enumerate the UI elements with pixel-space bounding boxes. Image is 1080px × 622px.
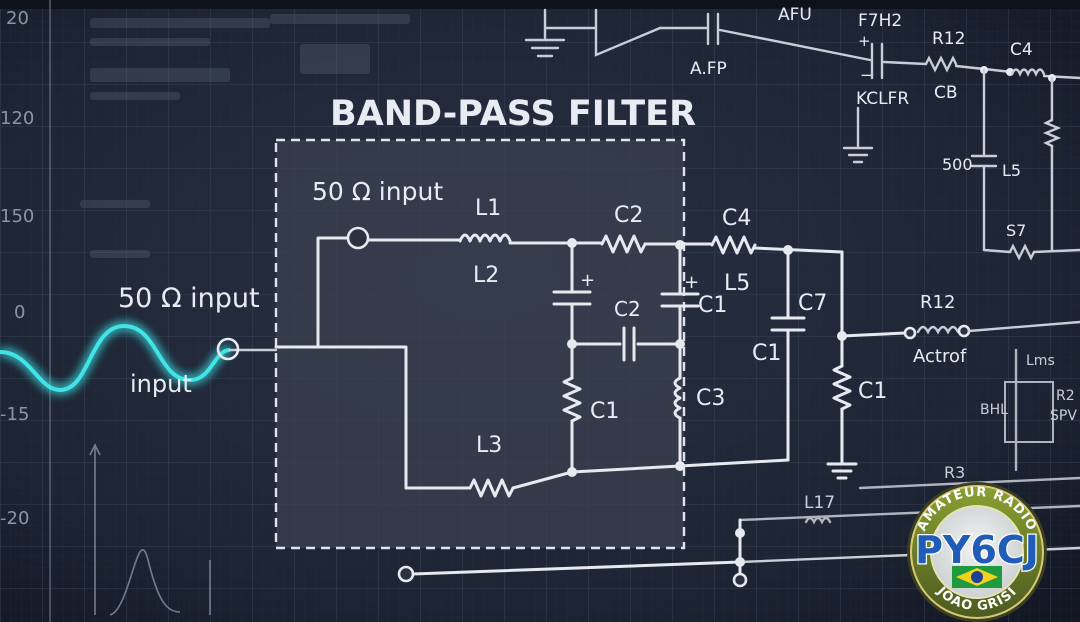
bottom-right-terminal: [732, 572, 748, 588]
axis-tick-label: 20: [6, 8, 29, 29]
kclfr-label: KCLFR: [856, 89, 909, 109]
l5-label: L5: [724, 271, 750, 296]
mini-chart-sketch: [89, 443, 211, 616]
wave-input-label: input: [130, 370, 192, 398]
resistor-c1-right: [832, 364, 852, 411]
r12-right-label: R12: [920, 292, 955, 313]
spv-label: SPV: [1050, 408, 1077, 424]
c2-top-label: C2: [614, 203, 643, 228]
output-terminal: [903, 326, 917, 340]
axis-tick-label: 120: [0, 108, 34, 129]
input-waveform: [0, 323, 231, 393]
inductor-c3: [673, 376, 682, 420]
resistor-r12-top: [924, 55, 958, 73]
c3-label: C3: [696, 386, 725, 411]
l17-label: L17: [804, 493, 835, 513]
top-bar: [0, 0, 1080, 9]
afu-label: AFU: [778, 5, 812, 25]
left-axis: 20 120 150 0 -15 -20: [0, 0, 51, 622]
axis-tick-label: 0: [14, 302, 25, 323]
r2-label: R2: [1056, 388, 1075, 404]
junction-node: [735, 557, 745, 567]
badge-callsign: PY6CJ: [915, 528, 1039, 572]
inductor-l1: [458, 233, 512, 243]
n500-label: 500: [942, 155, 973, 174]
r3-label: R3: [944, 463, 965, 482]
ground-symbol: [826, 462, 858, 480]
resistor-c1-mid: [562, 376, 582, 423]
resistor-c4: [710, 235, 757, 255]
background-text-blocks: [80, 14, 410, 258]
station-badge: AMATEUR RADIO JOAO GRISI PY6CJ: [907, 482, 1047, 622]
outer-input-label: 50 Ω input: [118, 283, 260, 314]
junction-node: [675, 339, 685, 349]
f7h2-label: F7H2: [858, 11, 902, 31]
r12-top-label: R12: [932, 29, 965, 49]
cb-label: CB: [934, 83, 958, 103]
l3-label: L3: [476, 433, 502, 458]
c2-mid-label: C2: [614, 297, 641, 321]
resistor-l3: [468, 478, 515, 498]
inductor-r12-right: [916, 325, 960, 335]
c7-label: C7: [798, 291, 827, 316]
actrof-label: Actrof: [913, 346, 967, 367]
c1-right-label: C1: [752, 341, 781, 366]
output-stage: C4 L5 C7 C1 C1 R12 Actrof: [710, 206, 1080, 480]
diagram-title: BAND-PASS FILTER: [330, 94, 696, 134]
inner-input-label: 50 Ω input: [312, 177, 443, 206]
inductor-c4-top: [1010, 68, 1046, 77]
axis-tick-label: 150: [0, 206, 34, 227]
polarity-minus: −: [860, 66, 873, 84]
junction-node: [735, 528, 745, 538]
lms-label: Lms: [1026, 353, 1055, 369]
c4-label: C4: [722, 206, 751, 231]
amplifier-triangle: [594, 8, 662, 57]
l2-label: L2: [473, 263, 499, 288]
l5-top-label: L5: [1002, 161, 1021, 180]
inner-input-terminal: [346, 226, 370, 250]
bottom-terminal: [397, 565, 415, 583]
ground-symbol: [524, 38, 566, 58]
c4-top-label: C4: [1010, 40, 1033, 60]
axis-tick-label: -20: [0, 508, 29, 529]
component-box: [1004, 381, 1054, 443]
output-terminal: [957, 324, 971, 338]
c1-res-label: C1: [590, 399, 619, 424]
s7-label: S7: [1006, 221, 1026, 240]
afp-label: A.FP: [690, 59, 727, 79]
l1-label: L1: [475, 196, 501, 221]
axis-tick-label: -15: [0, 404, 29, 425]
polarity-plus: +: [858, 32, 871, 50]
resistor-c2-top: [600, 234, 647, 254]
bhl-label: BHL: [980, 402, 1008, 418]
c1-res-right-label: C1: [858, 379, 887, 404]
inductor-l17: [804, 516, 832, 525]
polarity-plus: +: [684, 272, 699, 293]
brazil-flag-icon: [952, 566, 1002, 588]
c1-cap-label: C1: [698, 293, 727, 318]
resistor-s7: [1008, 243, 1036, 261]
ground-symbol: [842, 146, 874, 164]
top-circuit: A.FP AFU F7H2 + − KCLFR R12 CB C4 500 L5: [524, 5, 1080, 261]
filter-circuit: 50 Ω input L1 L2 C2 + C1 C2: [274, 177, 790, 498]
resistor-right-vertical: [1042, 118, 1062, 148]
polarity-plus: +: [580, 270, 595, 291]
outer-input-terminal: [216, 337, 240, 361]
